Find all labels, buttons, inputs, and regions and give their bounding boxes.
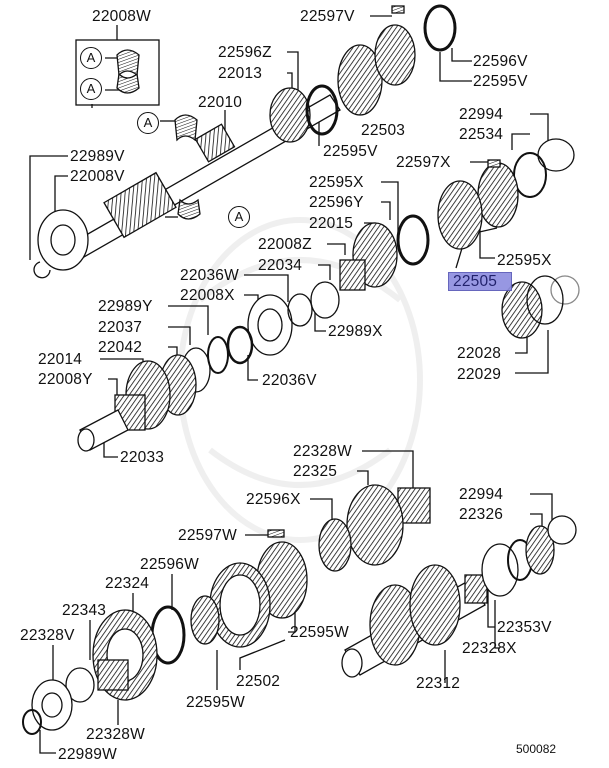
part-label-22503[interactable]: 22503 bbox=[361, 122, 406, 139]
part-label-22989y[interactable]: 22989Y bbox=[98, 298, 153, 315]
diagram-code: 500082 bbox=[516, 742, 557, 756]
part-label-22013[interactable]: 22013 bbox=[218, 65, 263, 82]
part-label-22042[interactable]: 22042 bbox=[98, 339, 143, 356]
ref-marker-label: A bbox=[86, 50, 96, 65]
part-label-22328w[interactable]: 22328W bbox=[86, 726, 145, 743]
part-label-22595v[interactable]: 22595V bbox=[473, 73, 528, 90]
part-label-22989v[interactable]: 22989V bbox=[70, 148, 125, 165]
part-label-22015[interactable]: 22015 bbox=[309, 215, 354, 232]
part-label-22502[interactable]: 22502 bbox=[236, 673, 281, 690]
part-label-22596v[interactable]: 22596V bbox=[473, 53, 528, 70]
part-label-22328x[interactable]: 22328X bbox=[462, 640, 517, 657]
ref-marker-a: A bbox=[137, 112, 159, 134]
part-label-22029[interactable]: 22029 bbox=[457, 366, 502, 383]
part-label-22033[interactable]: 22033 bbox=[120, 449, 165, 466]
part-label-22008z[interactable]: 22008Z bbox=[258, 236, 312, 253]
part-label-22010[interactable]: 22010 bbox=[198, 94, 243, 111]
ref-marker-a: A bbox=[80, 47, 102, 69]
part-label-22595x[interactable]: 22595X bbox=[497, 252, 552, 269]
part-label-22328w[interactable]: 22328W bbox=[293, 443, 352, 460]
part-label-22596x[interactable]: 22596X bbox=[246, 491, 301, 508]
part-label-22595w[interactable]: 22595W bbox=[186, 694, 245, 711]
part-label-22014[interactable]: 22014 bbox=[38, 351, 83, 368]
part-label-22036w[interactable]: 22036W bbox=[180, 267, 239, 284]
part-label-22596w[interactable]: 22596W bbox=[140, 556, 199, 573]
part-label-22343[interactable]: 22343 bbox=[62, 602, 107, 619]
part-label-22008y[interactable]: 22008Y bbox=[38, 371, 93, 388]
part-label-22597x[interactable]: 22597X bbox=[396, 154, 451, 171]
part-label-22008w[interactable]: 22008W bbox=[92, 8, 151, 25]
part-label-22994[interactable]: 22994 bbox=[459, 106, 504, 123]
part-label-22353v[interactable]: 22353V bbox=[497, 619, 552, 636]
part-label-22037[interactable]: 22037 bbox=[98, 319, 143, 336]
part-label-22597v[interactable]: 22597V bbox=[300, 8, 355, 25]
part-label-22034[interactable]: 22034 bbox=[258, 257, 303, 274]
ref-marker-label: A bbox=[234, 209, 244, 224]
part-label-22595w[interactable]: 22595W bbox=[290, 624, 349, 641]
part-label-22028[interactable]: 22028 bbox=[457, 345, 502, 362]
part-label-22036v[interactable]: 22036V bbox=[262, 372, 317, 389]
ref-marker-a: A bbox=[228, 206, 250, 228]
part-label-22989x[interactable]: 22989X bbox=[328, 323, 383, 340]
ref-marker-label: A bbox=[143, 115, 153, 130]
part-label-22326[interactable]: 22326 bbox=[459, 506, 504, 523]
ref-marker-a: A bbox=[80, 78, 102, 100]
part-label-22595x[interactable]: 22595X bbox=[309, 174, 364, 191]
part-label-22312[interactable]: 22312 bbox=[416, 675, 461, 692]
part-label-22994[interactable]: 22994 bbox=[459, 486, 504, 503]
part-label-22596z[interactable]: 22596Z bbox=[218, 44, 272, 61]
part-label-22597w[interactable]: 22597W bbox=[178, 527, 237, 544]
part-label-22325[interactable]: 22325 bbox=[293, 463, 338, 480]
part-label-22008x[interactable]: 22008X bbox=[180, 287, 235, 304]
ref-marker-label: A bbox=[86, 81, 96, 96]
part-label-22008v[interactable]: 22008V bbox=[70, 168, 125, 185]
part-label-22324[interactable]: 22324 bbox=[105, 575, 150, 592]
part-label-22596y[interactable]: 22596Y bbox=[309, 194, 364, 211]
part-label-22989w[interactable]: 22989W bbox=[58, 746, 117, 763]
part-label-22505-highlighted[interactable]: 22505 bbox=[448, 272, 513, 291]
part-label-22534[interactable]: 22534 bbox=[459, 126, 504, 143]
part-label-22328v[interactable]: 22328V bbox=[20, 627, 75, 644]
part-label-22595v[interactable]: 22595V bbox=[323, 143, 378, 160]
